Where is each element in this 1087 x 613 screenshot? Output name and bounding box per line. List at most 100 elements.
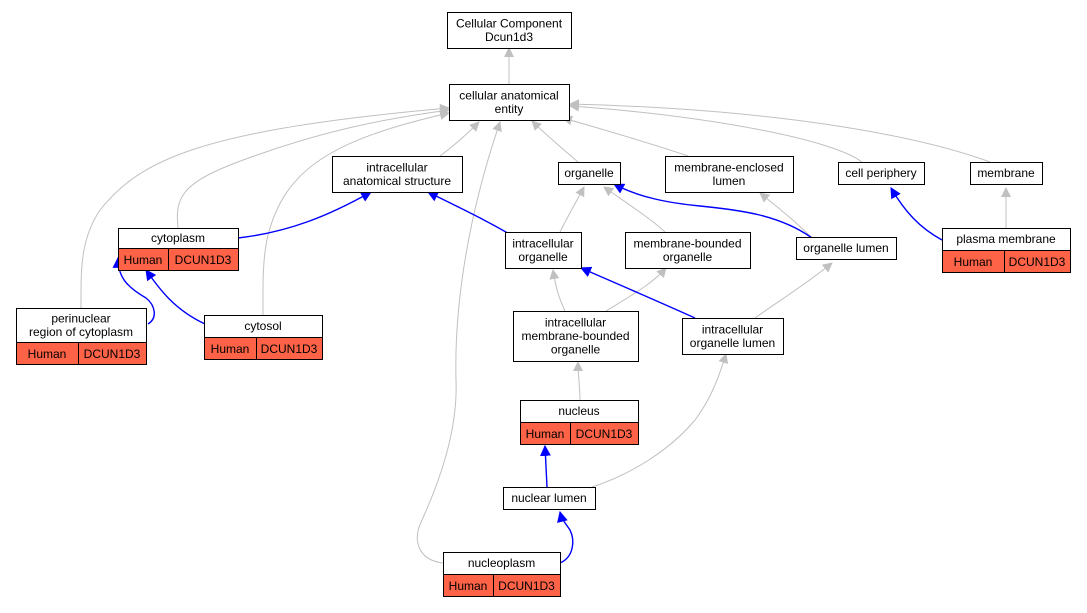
node-label: intracellular	[702, 322, 763, 336]
species-label: Human	[526, 427, 565, 441]
edge-nucleus-to-imbo	[573, 361, 584, 401]
node-label: nucleus	[558, 404, 599, 418]
node-label: entity	[495, 102, 524, 116]
node-label: intracellular	[512, 236, 573, 250]
node-label: intracellular	[366, 160, 427, 174]
gene-label: DCUN1D3	[84, 347, 141, 361]
edge-ias-to-cae	[439, 121, 480, 157]
gene-cell	[570, 422, 639, 445]
edge-membrane-to-cae	[569, 99, 991, 163]
species-label: Human	[28, 347, 67, 361]
edge-nucleoplasm-to-cae	[416, 121, 502, 564]
edge-cellper-to-cae	[569, 101, 863, 163]
node-box	[665, 156, 794, 193]
gene-label: DCUN1D3	[498, 579, 555, 593]
node-box	[513, 311, 639, 362]
edge-cytosol-to-cytoplasm	[145, 269, 206, 325]
node-box	[625, 232, 751, 269]
node-cellper[interactable]: cell periphery	[838, 162, 925, 185]
node-label: organelle	[663, 250, 713, 264]
node-label: organelle lumen	[803, 241, 888, 255]
edge-mbo-to-organelle	[603, 186, 666, 233]
node-label: membrane-bounded	[521, 329, 629, 343]
node-box	[449, 84, 570, 121]
node-label: membrane-bounded	[633, 236, 741, 250]
gene-cell	[1004, 250, 1071, 273]
node-nuclumen[interactable]: nuclear lumen	[503, 487, 596, 510]
node-label: organelle	[564, 166, 614, 180]
edge-orglumen-to-organelle	[613, 183, 813, 239]
part-of-edges	[112, 183, 943, 564]
gene-label: DCUN1D3	[175, 253, 232, 267]
edge-imbo-to-mbo	[605, 267, 667, 312]
node-label: cytosol	[244, 319, 281, 333]
node-box	[503, 487, 596, 510]
node-label: nucleoplasm	[468, 556, 535, 570]
gene-cell	[168, 248, 239, 271]
gene-label: DCUN1D3	[576, 427, 633, 441]
gene-cell	[256, 337, 323, 360]
node-box	[447, 12, 572, 49]
node-label: Cellular Component	[456, 16, 563, 30]
edge-perinuc-to-cytoplasm	[112, 256, 155, 325]
species-label: Human	[211, 342, 250, 356]
species-label: Human	[954, 255, 993, 269]
node-box	[682, 318, 784, 355]
edge-io-to-ias	[427, 191, 517, 239]
node-label: anatomical structure	[343, 174, 451, 188]
node-box	[796, 237, 897, 260]
edge-perinuc-to-cae	[80, 103, 450, 309]
node-label: region of cytoplasm	[29, 325, 133, 339]
edge-cytoplasm-to-ias	[237, 191, 372, 239]
node-label: organelle lumen	[690, 336, 775, 350]
node-box	[16, 308, 147, 343]
node-label: perinuclear	[51, 311, 110, 325]
node-label: organelle	[551, 343, 601, 357]
node-label: cellular anatomical	[459, 88, 558, 102]
node-box	[505, 232, 582, 269]
node-orglumen[interactable]: organelle lumen	[796, 237, 897, 260]
node-organelle[interactable]: organelle	[558, 162, 621, 185]
node-label: membrane-enclosed	[674, 160, 783, 174]
edge-nuclumen-to-nucleus	[539, 444, 551, 488]
node-label: cell periphery	[845, 166, 916, 180]
gene-cell	[493, 574, 561, 597]
is-a-edges	[80, 47, 1011, 564]
node-box	[332, 156, 463, 193]
node-label: membrane	[977, 166, 1035, 180]
edge-cytosol-to-cae	[262, 110, 450, 316]
node-box	[838, 162, 925, 185]
edge-cytoplasm-to-cae	[176, 106, 450, 229]
edge-pm-to-cellper	[890, 187, 943, 241]
node-label: nuclear lumen	[511, 491, 586, 505]
node-label: organelle	[518, 250, 568, 264]
gene-label: DCUN1D3	[261, 342, 318, 356]
edge-nucleoplasm-to-nuclumen	[557, 510, 574, 564]
node-label: lumen	[713, 174, 746, 188]
gene-cell	[78, 342, 147, 365]
node-label: cytoplasm	[151, 231, 205, 245]
edge-imbo-to-io	[549, 269, 566, 312]
node-box	[970, 162, 1043, 185]
edge-iol-to-io	[579, 266, 696, 319]
node-membrane[interactable]: membrane	[970, 162, 1043, 185]
species-label: Human	[124, 253, 163, 267]
edge-io-to-organelle	[559, 186, 585, 233]
edge-mel-to-cae	[562, 115, 689, 157]
